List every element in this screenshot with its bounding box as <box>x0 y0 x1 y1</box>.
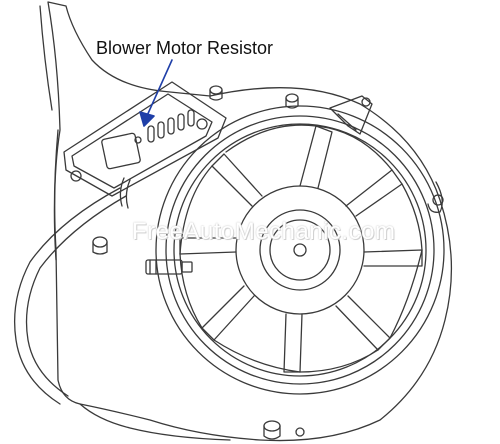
resistor-screw-icon <box>70 170 82 182</box>
motor-connector <box>145 259 193 275</box>
blower-wheel <box>155 105 445 395</box>
watermark: FreeAutoMechanic.com <box>132 218 396 245</box>
resistor-screw-icon <box>196 118 208 130</box>
wire-harness <box>13 177 131 405</box>
callout-label: Blower Motor Resistor <box>96 38 274 58</box>
blower-motor-resistor <box>63 81 227 197</box>
callout-arrow <box>139 59 173 127</box>
resistor-fins <box>147 109 195 143</box>
